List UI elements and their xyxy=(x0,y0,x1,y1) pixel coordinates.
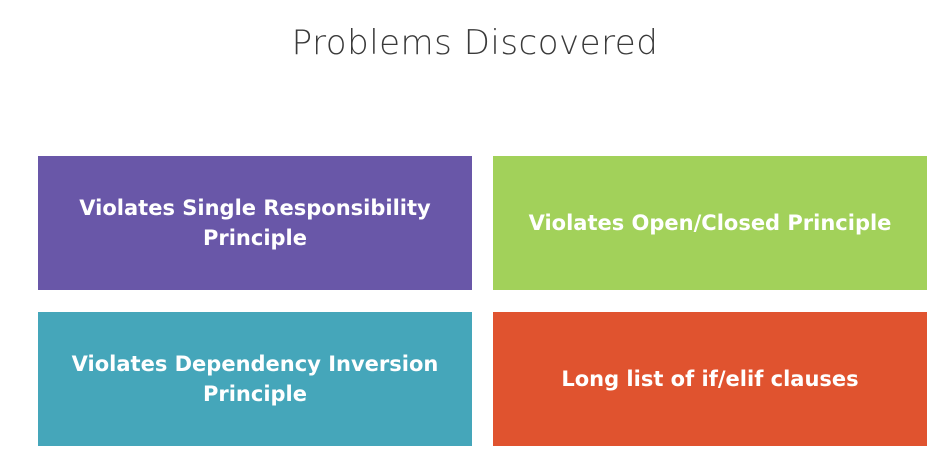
problem-box-open-closed: Violates Open/Closed Principle xyxy=(493,156,927,290)
slide-title: Problems Discovered xyxy=(291,23,659,63)
problem-box-single-responsibility: Violates Single Responsibility Principle xyxy=(38,156,472,290)
problem-box-label: Violates Single Responsibility Principle xyxy=(79,196,431,250)
problem-box-label: Violates Dependency Inversion Principle xyxy=(71,352,439,406)
problem-box-label: Long list of if/elif clauses xyxy=(561,367,859,391)
problem-box-label: Violates Open/Closed Principle xyxy=(528,211,892,235)
problem-box-dependency-inversion: Violates Dependency Inversion Principle xyxy=(38,312,472,446)
problem-box-if-elif: Long list of if/elif clauses xyxy=(493,312,927,446)
